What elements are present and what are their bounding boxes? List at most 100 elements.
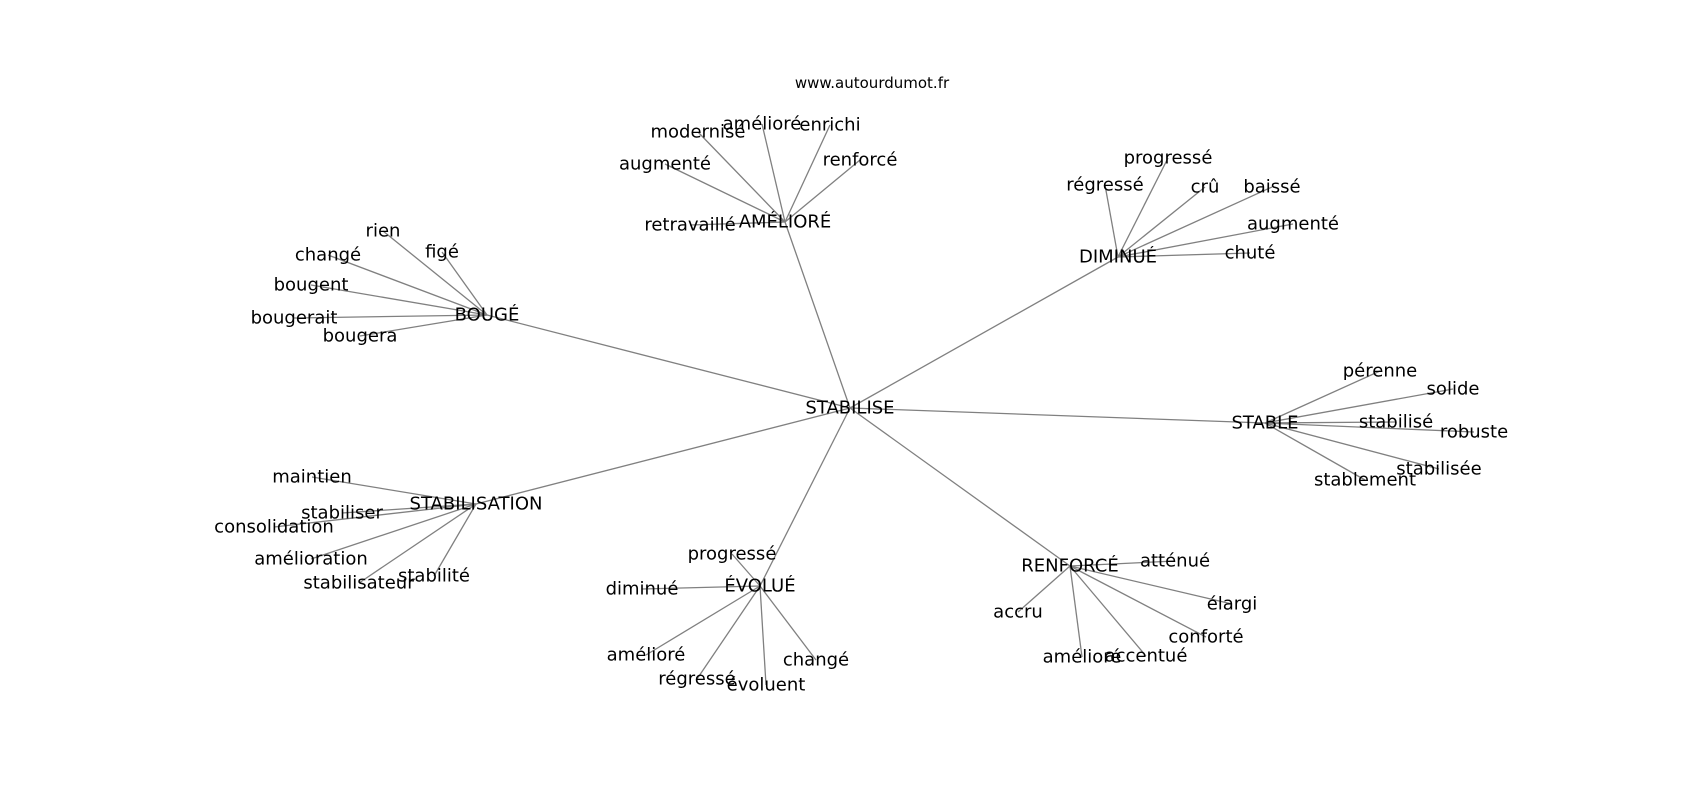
edge-stable-stabilisee — [1264, 422, 1440, 470]
edge-ameliore-modernise — [697, 131, 786, 223]
edge-bouge-rien — [382, 230, 488, 316]
leaf-node-ameliore-ameliore: amélioré — [723, 114, 802, 135]
leaf-node-ameliore-renforce: renforcé — [823, 150, 898, 171]
edge-ameliore-enrichi — [784, 124, 831, 223]
leaf-node-bouge-bougerait: bougerait — [251, 308, 338, 329]
leaf-node-renforce-ameliore: amélioré — [1043, 647, 1122, 668]
leaf-node-bouge-bougent: bougent — [274, 275, 349, 296]
edge-stabilisation-maintien — [311, 476, 477, 505]
edge-stable-perenne — [1264, 370, 1381, 424]
leaf-node-stable-stabilise: stabilisé — [1359, 412, 1433, 433]
edge-center-stabilisation — [475, 407, 851, 505]
leaf-node-evolue-progresse: progressé — [688, 544, 777, 565]
leaf-node-evolue-change: changé — [783, 650, 849, 671]
edge-stabilisation-stabilite — [433, 503, 477, 577]
leaf-node-renforce-accru: accru — [993, 602, 1043, 623]
leaf-node-stabilisation-stabilisateur: stabilisateur — [303, 573, 415, 594]
leaf-node-stable-stabilisee: stabilisée — [1396, 459, 1481, 480]
leaf-node-stabilisation-stabiliser: stabiliser — [301, 503, 383, 524]
edge-diminue-cru — [1117, 186, 1206, 258]
group-node-evolue: ÉVOLUÉ — [724, 575, 795, 597]
edge-evolue-progresse — [731, 553, 761, 587]
edge-renforce-attenue — [1069, 560, 1176, 567]
leaf-node-ameliore-enrichi: enrichi — [799, 115, 860, 136]
edge-diminue-baisse — [1117, 186, 1273, 258]
edge-stable-solide — [1264, 388, 1454, 424]
leaf-node-stabilisation-maintien: maintien — [272, 467, 352, 488]
leaf-node-bouge-change: changé — [295, 245, 361, 266]
group-node-bouge: BOUGÉ — [455, 304, 520, 326]
edge-bouge-bougera — [359, 314, 488, 337]
leaf-node-ameliore-retravaille: retravaillé — [644, 215, 735, 236]
leaf-node-stabilisation-stabilite: stabilité — [398, 566, 470, 587]
leaf-node-renforce-conforte: conforté — [1168, 627, 1243, 648]
edge-evolue-regresse — [696, 585, 761, 680]
edge-evolue-ameliore — [645, 585, 761, 656]
edge-center-diminue — [849, 256, 1119, 409]
edge-center-evolue — [759, 407, 851, 587]
edge-renforce-accru — [1017, 565, 1071, 613]
edge-center-stable — [849, 407, 1266, 424]
leaf-node-ameliore-augmente: augmenté — [619, 154, 711, 175]
leaf-node-bouge-rien: rien — [366, 221, 401, 242]
edge-bouge-fige — [441, 251, 488, 316]
edge-ameliore-augmente — [664, 163, 786, 223]
leaf-node-evolue-diminue: diminué — [606, 579, 679, 600]
edge-stable-robuste — [1264, 422, 1475, 433]
edge-diminue-regresse — [1104, 184, 1119, 258]
edge-stable-stablement — [1264, 422, 1366, 481]
edge-renforce-conforte — [1069, 565, 1207, 638]
edge-diminue-progresse — [1117, 157, 1169, 258]
leaf-node-stable-perenne: pérenne — [1343, 361, 1417, 382]
edge-renforce-elargi — [1069, 565, 1233, 605]
edge-center-bouge — [486, 314, 851, 409]
edge-ameliore-renforce — [784, 159, 861, 223]
group-node-renforce: RENFORCÉ — [1021, 555, 1118, 577]
edge-center-ameliore — [784, 221, 851, 409]
group-node-diminue: DIMINUÉ — [1079, 246, 1157, 268]
leaf-node-renforce-elargi: élargi — [1207, 594, 1258, 615]
leaf-node-evolue-ameliore: amélioré — [607, 645, 686, 666]
edge-renforce-ameliore — [1069, 565, 1083, 658]
graph-edges — [273, 123, 1475, 686]
edge-diminue-chute — [1117, 252, 1251, 258]
leaf-node-bouge-bougera: bougera — [323, 326, 398, 347]
leaf-node-diminue-regresse: régressé — [1066, 175, 1143, 196]
leaf-node-evolue-evoluent: évoluent — [727, 675, 806, 696]
edge-bouge-bougent — [310, 284, 488, 316]
leaf-node-diminue-baisse: baissé — [1243, 177, 1300, 198]
edge-diminue-augmente — [1117, 223, 1294, 258]
leaf-node-diminue-chute: chuté — [1225, 243, 1276, 264]
edge-ameliore-ameliore — [761, 123, 786, 223]
graph-labels: STABILISEAMÉLIORÉmoderniséamélioréenrich… — [214, 114, 1508, 696]
edge-stable-stabilise — [1264, 421, 1397, 424]
edge-bouge-change — [327, 254, 488, 316]
edge-center-renforce — [849, 407, 1071, 567]
leaf-node-stabilisation-consolidation: consolidation — [214, 517, 334, 538]
leaf-node-evolue-regresse: régressé — [658, 669, 735, 690]
edge-stabilisation-stabilisateur — [358, 503, 477, 584]
edge-renforce-accentue — [1069, 565, 1147, 657]
edge-stabilisation-stabiliser — [341, 503, 477, 514]
edge-bouge-bougerait — [293, 314, 488, 319]
group-node-ameliore: AMÉLIORÉ — [739, 211, 832, 233]
leaf-node-bouge-fige: figé — [425, 242, 459, 263]
leaf-node-ameliore-modernise: modernisé — [651, 122, 746, 143]
leaf-node-stable-stablement: stablement — [1314, 470, 1416, 491]
leaf-node-stabilisation-amelioration: amélioration — [254, 549, 368, 570]
leaf-node-diminue-cru: crû — [1191, 177, 1220, 198]
edge-stabilisation-consolidation — [273, 503, 477, 528]
leaf-node-diminue-augmente: augmenté — [1247, 214, 1339, 235]
source-label: www.autourdumot.fr — [795, 74, 950, 92]
edge-evolue-diminue — [641, 585, 761, 590]
edge-ameliore-retravaille — [689, 221, 786, 226]
edge-evolue-change — [759, 585, 817, 661]
center-node-label: STABILISE — [805, 398, 894, 419]
edge-stabilisation-amelioration — [310, 503, 477, 560]
group-node-stabilisation: STABILISATION — [410, 494, 543, 515]
leaf-node-renforce-accentue: accentué — [1105, 646, 1188, 667]
leaf-node-stable-robuste: robuste — [1440, 422, 1508, 443]
edge-evolue-evoluent — [759, 585, 767, 686]
leaf-node-stable-solide: solide — [1427, 379, 1480, 400]
